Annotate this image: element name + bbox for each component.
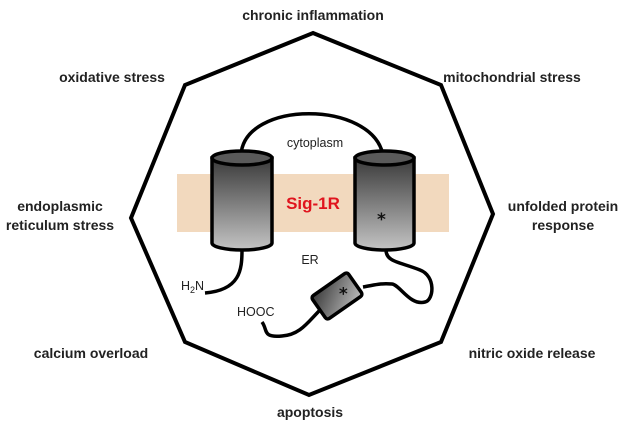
stressor-upr-line1: unfolded protein xyxy=(508,198,618,214)
c-terminal-domain: * xyxy=(310,271,364,321)
stressor-apoptosis: apoptosis xyxy=(277,404,343,420)
transmembrane-helix-2: * xyxy=(353,149,416,252)
sig1r-label: Sig-1R xyxy=(286,194,340,213)
stressor-upr-line2: response xyxy=(532,217,594,233)
stressor-chronic-inflammation: chronic inflammation xyxy=(242,7,384,23)
mutation-marker-helix-2: * xyxy=(377,210,386,230)
transmembrane-helix-1 xyxy=(210,149,274,252)
stressor-er-stress-line1: endoplasmic xyxy=(17,198,103,214)
c-terminus-tail xyxy=(260,308,322,339)
n-terminus-subscript: 2 xyxy=(190,285,195,295)
n-terminus-label: H2N xyxy=(181,279,204,295)
stressor-calcium-overload: calcium overload xyxy=(34,345,148,361)
er-label: ER xyxy=(301,253,318,267)
cytoplasm-label: cytoplasm xyxy=(287,136,343,150)
stressor-oxidative-stress: oxidative stress xyxy=(59,69,165,85)
n-terminus-h: H xyxy=(181,279,190,293)
n-terminus-tail xyxy=(204,249,244,295)
er-loop xyxy=(362,249,434,305)
stressor-mitochondrial-stress: mitochondrial stress xyxy=(443,69,581,85)
n-terminus-n: N xyxy=(195,279,204,293)
stressor-er-stress-line2: reticulum stress xyxy=(6,217,114,233)
cytoplasmic-loop xyxy=(239,112,385,156)
stressor-nitric-oxide-release: nitric oxide release xyxy=(469,345,596,361)
c-terminus-label: HOOC xyxy=(237,305,275,319)
octagon-frame xyxy=(128,30,496,398)
mutation-marker-c-terminal: * xyxy=(339,285,348,305)
